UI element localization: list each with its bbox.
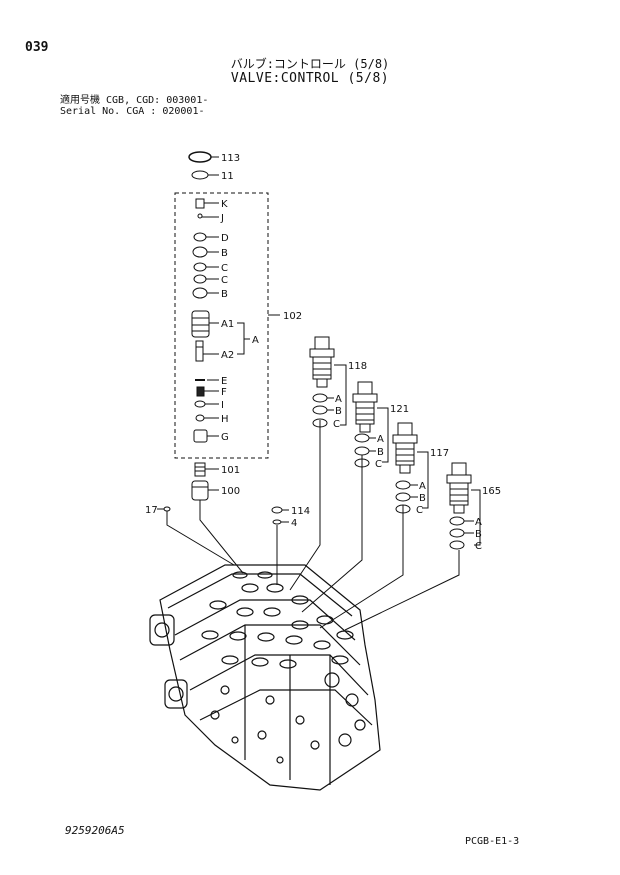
ring-118-C — [312, 418, 328, 428]
o-ring-113 — [188, 151, 212, 163]
label-K: K — [221, 199, 228, 210]
label-165-C: C — [475, 541, 482, 552]
label-121-C: C — [375, 459, 382, 470]
assembly-102-box — [174, 192, 269, 459]
part-C2 — [193, 274, 207, 284]
figure-id: 9259206A5 — [65, 824, 125, 837]
spring-F — [196, 386, 205, 397]
ring-118-A — [312, 393, 328, 403]
label-117-B: B — [419, 493, 426, 504]
control-valve-body — [149, 564, 381, 791]
ring-121-C — [354, 458, 370, 468]
ring-117-C — [395, 504, 411, 514]
part-C1 — [193, 262, 207, 272]
label-117-A: A — [419, 481, 426, 492]
label-C2: C — [221, 275, 228, 286]
spring-101 — [194, 462, 206, 477]
label-165-B: B — [475, 529, 482, 540]
label-100: 100 — [221, 486, 240, 497]
label-C1: C — [221, 263, 228, 274]
page-number: 039 — [25, 40, 49, 55]
label-121-A: A — [377, 434, 384, 445]
ring-11 — [191, 170, 209, 180]
label-121: 121 — [390, 404, 409, 415]
label-165: 165 — [482, 486, 501, 497]
serial-line-2: Serial No. CGA : 020001- — [60, 106, 205, 117]
part-114 — [271, 506, 283, 514]
label-17: 17 — [145, 505, 158, 516]
part-I — [194, 400, 206, 408]
title-japanese: バルブ:コントロール (5/8) — [230, 57, 390, 71]
ring-165-A — [449, 516, 465, 526]
title-english: VALVE:CONTROL (5/8) — [230, 71, 390, 86]
label-H: H — [221, 414, 229, 425]
valve-117 — [392, 422, 418, 474]
ring-165-C — [449, 540, 465, 550]
label-101: 101 — [221, 465, 240, 476]
label-117-C: C — [416, 505, 423, 516]
label-A: A — [252, 335, 259, 346]
label-F: F — [221, 387, 227, 398]
part-H — [195, 414, 205, 422]
label-118: 118 — [348, 361, 367, 372]
label-B2: B — [221, 289, 228, 300]
plug-100 — [191, 480, 209, 501]
part-B2 — [192, 287, 208, 299]
ring-121-B — [354, 446, 370, 456]
ring-118-B — [312, 405, 328, 415]
label-117: 117 — [430, 448, 449, 459]
label-G: G — [221, 432, 229, 443]
label-I: I — [221, 400, 224, 411]
valve-118 — [309, 336, 335, 388]
label-A2: A2 — [221, 350, 234, 361]
label-118-C: C — [333, 419, 340, 430]
label-D: D — [221, 233, 229, 244]
plunger-A2 — [195, 340, 204, 362]
part-D — [193, 232, 207, 242]
part-K — [195, 198, 205, 209]
label-118-A: A — [335, 394, 342, 405]
ring-117-A — [395, 480, 411, 490]
label-E: E — [221, 376, 227, 387]
serial-line-1: 適用号機 CGB, CGD: 003001- — [60, 95, 209, 106]
spool-A1 — [191, 310, 210, 338]
part-4 — [272, 519, 282, 525]
part-B1 — [192, 246, 208, 258]
valve-165 — [446, 462, 472, 514]
ring-117-B — [395, 492, 411, 502]
ring-165-B — [449, 528, 465, 538]
label-11: 11 — [221, 171, 234, 182]
plug-G — [193, 429, 208, 443]
label-4: 4 — [291, 518, 297, 529]
label-B1: B — [221, 248, 228, 259]
label-J: J — [220, 213, 224, 224]
label-118-B: B — [335, 406, 342, 417]
part-J — [197, 213, 203, 219]
label-A1: A1 — [221, 319, 234, 330]
label-113: 113 — [221, 153, 240, 164]
valve-121 — [352, 381, 378, 433]
label-102: 102 — [283, 311, 302, 322]
part-17 — [163, 506, 171, 512]
label-165-A: A — [475, 517, 482, 528]
label-114: 114 — [291, 506, 310, 517]
label-121-B: B — [377, 447, 384, 458]
document-reference: PCGB-E1-3 — [465, 836, 520, 847]
ring-121-A — [354, 433, 370, 443]
